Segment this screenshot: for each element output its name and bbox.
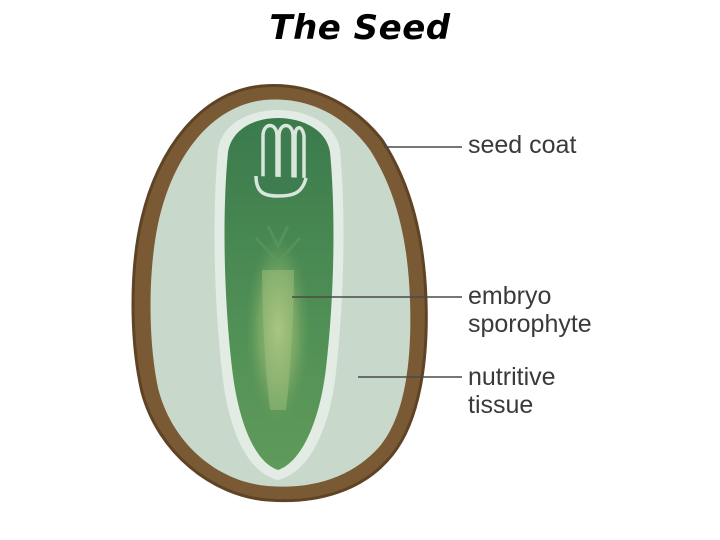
label-embryo-sporophyte: embryo sporophyte [468,282,592,338]
slide-title: The Seed [269,8,451,48]
embryo-axis [262,270,294,410]
label-seed-coat: seed coat [468,131,576,159]
embryo-plumule [254,225,302,265]
label-nutritive-tissue: nutritive tissue [468,363,563,419]
cotyledons [254,123,308,198]
embryo-glow [246,235,310,425]
